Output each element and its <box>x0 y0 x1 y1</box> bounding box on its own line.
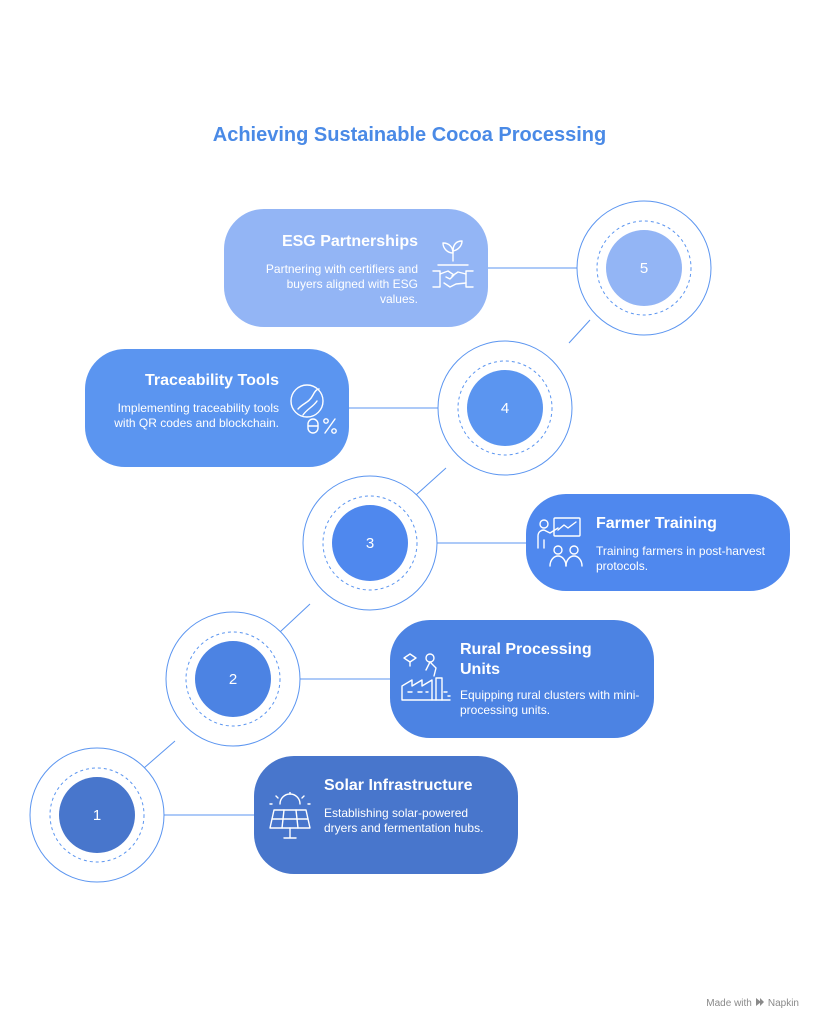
step-4-number: 4 <box>501 400 509 417</box>
factory-icon <box>400 652 452 704</box>
step-badge <box>195 641 271 717</box>
step-5-number: 5 <box>640 260 648 277</box>
dashed-ring <box>596 220 692 316</box>
step-badge <box>332 505 408 581</box>
connector-2-3 <box>279 603 311 633</box>
watermark-prefix: Made with <box>706 998 752 1009</box>
handshake-plant-icon <box>430 239 476 295</box>
connector-4-5 <box>568 319 591 344</box>
step-1-number: 1 <box>93 807 101 824</box>
step-badge <box>59 777 135 853</box>
dashed-ring <box>457 360 553 456</box>
step-2-card: Rural Processing Units Equipping rural c… <box>390 620 654 738</box>
diagram-title: Achieving Sustainable Cocoa Processing <box>212 124 607 146</box>
watermark-brand: Napkin <box>767 998 799 1009</box>
step-3-card: Farmer Training Training farmers in post… <box>526 494 790 591</box>
step-badge <box>467 370 543 446</box>
napkin-watermark: Made with Napkin <box>706 997 799 1010</box>
step-1-title: Solar Infrastructure <box>324 777 473 794</box>
dashed-ring <box>49 767 145 863</box>
step-4-description: Implementing traceability tools with QR … <box>114 401 279 430</box>
step-1-card: Solar Infrastructure Establishing solar-… <box>254 756 518 874</box>
solar-panel-icon <box>264 792 316 842</box>
step-4-card: Traceability Tools Implementing traceabi… <box>85 349 349 467</box>
dashed-ring <box>185 631 281 727</box>
step-3-title: Farmer Training <box>596 515 717 532</box>
step-3-description: Training farmers in post-harvest protoco… <box>596 544 765 573</box>
presentation-icon <box>536 516 588 570</box>
step-5-card: ESG Partnerships Partnering with certifi… <box>224 209 488 327</box>
step-5-node: 5 <box>576 200 712 336</box>
step-badge <box>606 230 682 306</box>
connector-lines <box>143 267 591 816</box>
connector-1-2 <box>143 740 176 769</box>
step-2-description: Equipping rural clusters with mini-proce… <box>460 688 640 717</box>
step-2-number: 2 <box>229 671 237 688</box>
dashed-ring <box>322 495 418 591</box>
connector-3-4 <box>415 467 447 496</box>
step-5-title: ESG Partnerships <box>281 233 418 250</box>
step-3-node: 3 <box>302 475 438 611</box>
step-1-node: 1 <box>29 747 165 883</box>
napkin-logo-icon <box>755 997 765 1010</box>
step-1-description: Establishing solar-powered dryers and fe… <box>324 806 484 835</box>
step-2-title: Rural Processing Units <box>460 641 592 678</box>
step-4-node: 4 <box>437 340 573 476</box>
step-4-title: Traceability Tools <box>145 372 279 389</box>
data-tag-icon <box>289 381 341 435</box>
step-5-description: Partnering with certifiers and buyers al… <box>265 262 418 306</box>
step-3-number: 3 <box>366 535 374 552</box>
step-2-node: 2 <box>165 611 301 747</box>
